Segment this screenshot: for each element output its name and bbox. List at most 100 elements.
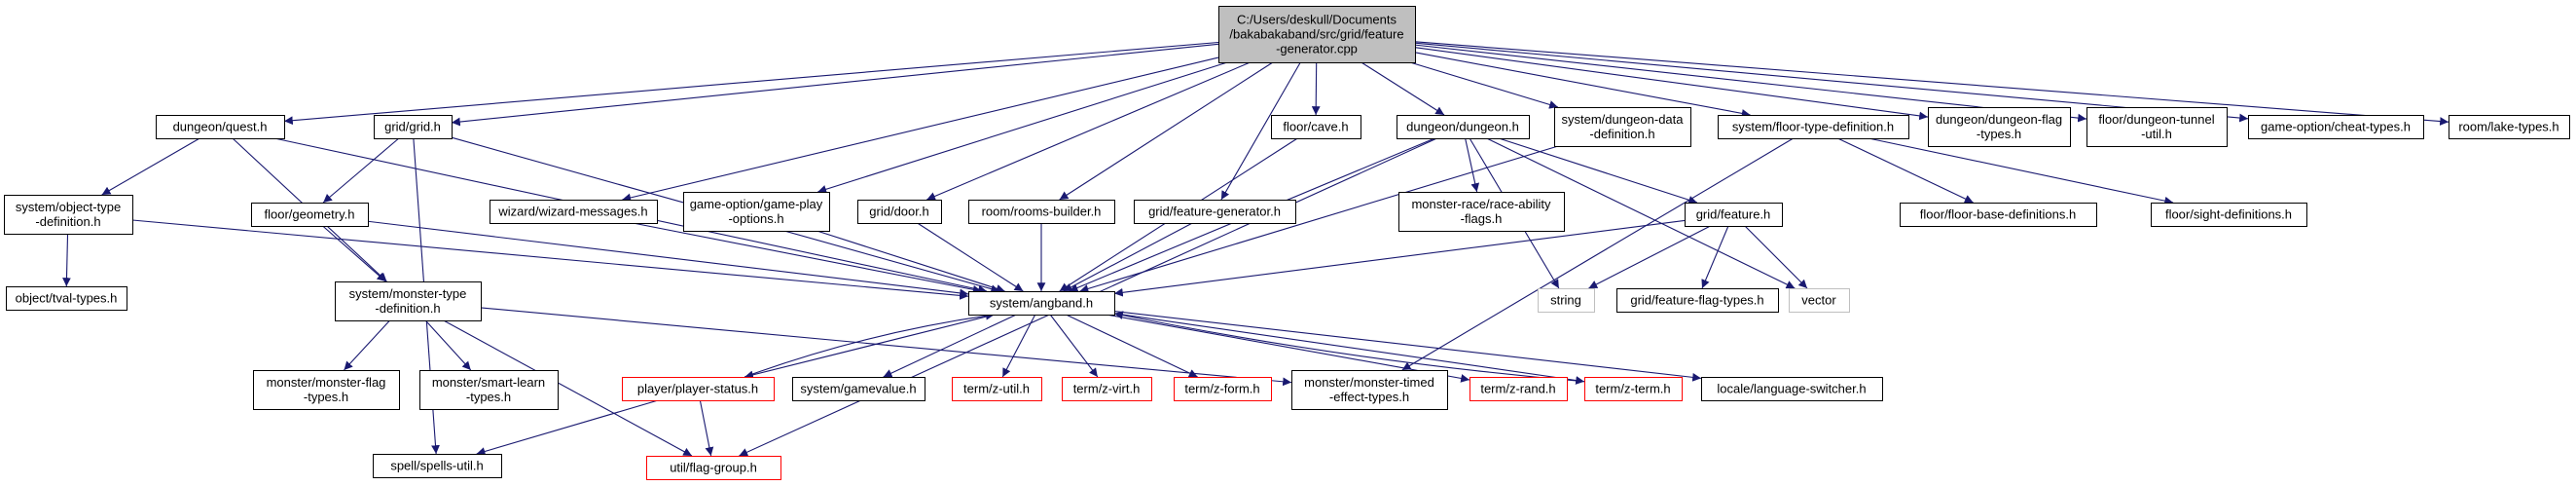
node-box — [1218, 6, 1416, 63]
node-object-type-definition[interactable]: system/object-type-definition.h — [4, 195, 133, 235]
node-label-line: dungeon/dungeon-flag — [1936, 112, 2062, 127]
node-root[interactable]: C:/Users/deskull/Documents/bakabakaband/… — [1218, 6, 1416, 63]
node-label-line: grid/door.h — [869, 205, 928, 219]
node-box — [373, 454, 502, 478]
edge-root-to-floor-type-definition — [1414, 52, 1751, 118]
node-label-line: grid/feature-generator.h — [1148, 205, 1281, 219]
edge-dungeon-dungeon-to-race-ability-flags — [1465, 137, 1480, 193]
node-grid-feature[interactable]: grid/feature.h — [1685, 203, 1783, 227]
node-label-line: game-option/cheat-types.h — [2261, 120, 2411, 134]
node-language-switcher[interactable]: locale/language-switcher.h — [1701, 377, 1883, 401]
edge-monster-type-definition-to-flag-group — [443, 319, 693, 457]
node-label-line: floor/floor-base-definitions.h — [1920, 207, 2076, 222]
edge-root-to-wizard-messages — [622, 56, 1219, 203]
node-label-line: locale/language-switcher.h — [1717, 382, 1866, 396]
node-grid-grid[interactable]: grid/grid.h — [374, 115, 453, 139]
node-box — [1616, 288, 1779, 313]
node-gamevalue[interactable]: system/gamevalue.h — [792, 377, 925, 401]
node-smart-learn-types[interactable]: monster/smart-learn-types.h — [419, 370, 559, 410]
node-box — [1398, 192, 1565, 232]
node-grid-door[interactable]: grid/door.h — [857, 200, 942, 224]
node-box — [1469, 377, 1568, 401]
node-monster-timed-effect-types[interactable]: monster/monster-timed-effect-types.h — [1291, 370, 1448, 410]
node-label-line: string — [1550, 293, 1581, 308]
node-feature-flag-types[interactable]: grid/feature-flag-types.h — [1616, 288, 1779, 313]
node-string: string — [1538, 288, 1595, 313]
node-floor-cave[interactable]: floor/cave.h — [1271, 115, 1361, 139]
node-dungeon-flag-types[interactable]: dungeon/dungeon-flag-types.h — [1928, 107, 2071, 147]
node-box — [1685, 203, 1783, 227]
edge-floor-geometry-to-monster-type-definition — [322, 225, 386, 282]
node-box — [2449, 115, 2570, 139]
node-dungeon-tunnel-util[interactable]: floor/dungeon-tunnel-util.h — [2086, 107, 2228, 147]
node-label-line: grid/feature.h — [1696, 207, 1771, 222]
edge-root-to-lake-types — [1414, 41, 2449, 126]
node-box — [1584, 377, 1683, 401]
node-label-line: player/player-status.h — [637, 382, 758, 396]
node-label-line: C:/Users/deskull/Documents — [1237, 13, 1397, 27]
node-z-form[interactable]: term/z-form.h — [1174, 377, 1272, 401]
node-label-line: term/z-form.h — [1184, 382, 1259, 396]
node-label-line: system/monster-type — [349, 286, 467, 301]
node-z-rand[interactable]: term/z-rand.h — [1469, 377, 1568, 401]
node-monster-type-definition[interactable]: system/monster-type-definition.h — [335, 281, 482, 321]
node-wizard-messages[interactable]: wizard/wizard-messages.h — [490, 200, 658, 224]
node-box — [1718, 115, 1909, 139]
node-dungeon-quest[interactable]: dungeon/quest.h — [156, 115, 285, 139]
node-dungeon-dungeon[interactable]: dungeon/dungeon.h — [1397, 115, 1530, 139]
node-box — [952, 377, 1042, 401]
node-monster-flag-types[interactable]: monster/monster-flag-types.h — [253, 370, 400, 410]
node-player-status[interactable]: player/player-status.h — [622, 377, 775, 401]
edge-monster-type-definition-to-monster-flag-types — [344, 319, 390, 371]
edge-floor-type-definition-to-monster-timed-effect-types — [1401, 137, 1795, 371]
node-game-play-options[interactable]: game-option/game-play-options.h — [683, 192, 830, 232]
nodes-layer: C:/Users/deskull/Documents/bakabakaband/… — [4, 6, 2570, 480]
edge-grid-door-to-system-angband — [917, 222, 1024, 292]
node-label-line: game-option/game-play — [690, 197, 823, 211]
node-box — [857, 200, 942, 224]
node-dungeon-data-definition[interactable]: system/dungeon-data-definition.h — [1554, 107, 1691, 147]
node-flag-group[interactable]: util/flag-group.h — [646, 456, 781, 480]
node-spells-util[interactable]: spell/spells-util.h — [373, 454, 502, 478]
edge-system-angband-to-language-switcher — [1113, 311, 1702, 382]
node-lake-types[interactable]: room/lake-types.h — [2449, 115, 2570, 139]
node-label-line: floor/sight-definitions.h — [2165, 207, 2292, 222]
node-label-line: system/gamevalue.h — [800, 382, 916, 396]
node-floor-type-definition[interactable]: system/floor-type-definition.h — [1718, 115, 1909, 139]
node-label-line: system/angband.h — [990, 296, 1093, 311]
node-floor-base-definitions[interactable]: floor/floor-base-definitions.h — [1900, 203, 2097, 227]
node-label-line: /bakabakaband/src/grid/feature — [1229, 27, 1403, 42]
node-race-ability-flags[interactable]: monster-race/race-ability-flags.h — [1398, 192, 1565, 232]
node-cheat-types[interactable]: game-option/cheat-types.h — [2248, 115, 2424, 139]
node-box — [253, 370, 400, 410]
node-z-term[interactable]: term/z-term.h — [1584, 377, 1683, 401]
node-vector: vector — [1789, 288, 1850, 313]
node-label-line: dungeon/dungeon.h — [1406, 120, 1519, 134]
edge-floor-geometry-to-system-angband — [367, 220, 969, 298]
node-box — [374, 115, 453, 139]
node-box — [6, 286, 127, 311]
edge-grid-grid-to-floor-geometry — [322, 137, 400, 204]
node-box — [792, 377, 925, 401]
edge-system-angband-to-z-term — [1113, 313, 1585, 385]
node-system-angband[interactable]: system/angband.h — [968, 291, 1115, 316]
node-sight-definitions[interactable]: floor/sight-definitions.h — [2151, 203, 2307, 227]
node-feature-generator[interactable]: grid/feature-generator.h — [1134, 200, 1296, 224]
node-floor-geometry[interactable]: floor/geometry.h — [251, 203, 369, 227]
edge-grid-feature-to-system-angband — [1113, 219, 1686, 297]
edge-system-angband-to-z-virt — [1049, 314, 1099, 378]
edge-root-to-feature-generator — [1220, 61, 1301, 201]
edge-player-status-to-flag-group — [699, 399, 714, 457]
edge-root-to-floor-cave — [1311, 61, 1321, 116]
node-z-util[interactable]: term/z-util.h — [952, 377, 1042, 401]
node-box — [4, 195, 133, 235]
node-label-line: floor/cave.h — [1283, 120, 1348, 134]
node-rooms-builder[interactable]: room/rooms-builder.h — [968, 200, 1115, 224]
node-tval-types[interactable]: object/tval-types.h — [6, 286, 127, 311]
node-label-line: -effect-types.h — [1329, 390, 1409, 404]
node-z-virt[interactable]: term/z-virt.h — [1062, 377, 1152, 401]
edge-monster-type-definition-to-monster-timed-effect-types — [480, 307, 1292, 387]
edge-floor-type-definition-to-floor-base-definitions — [1837, 137, 1974, 204]
edge-object-type-definition-to-system-angband — [131, 219, 969, 300]
